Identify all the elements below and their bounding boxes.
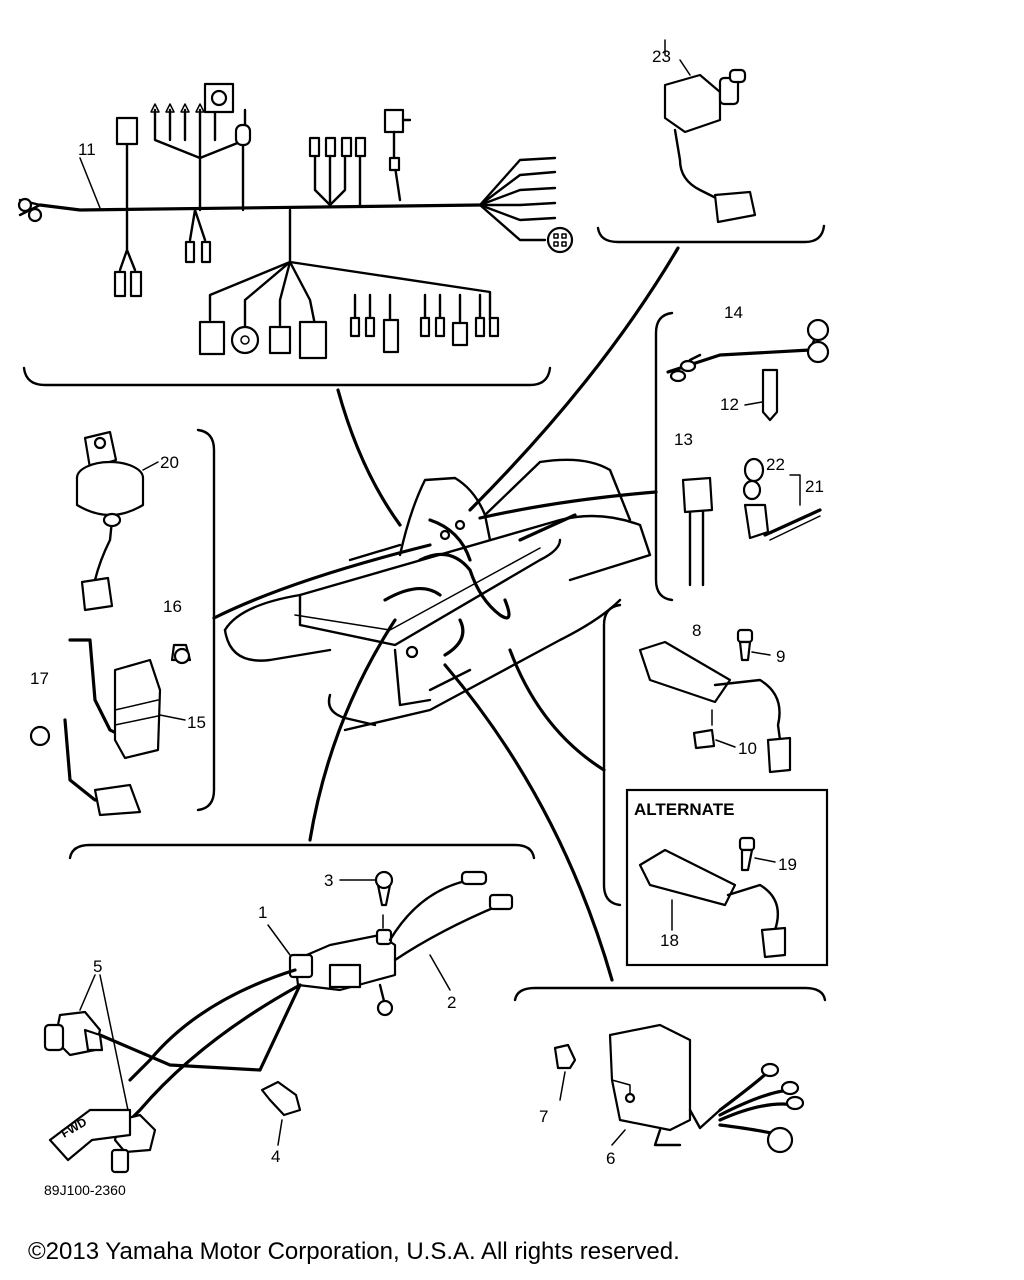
callout-14: 14 bbox=[724, 303, 743, 322]
callout-11: 11 bbox=[78, 140, 96, 159]
drawing-code: 89J100-2360 bbox=[44, 1182, 126, 1198]
callout-13: 13 bbox=[674, 430, 693, 449]
callout-16: 16 bbox=[163, 597, 182, 616]
ignition-switch-23 bbox=[663, 39, 757, 224]
callout-23: 23 bbox=[652, 47, 671, 66]
wire-harness bbox=[17, 82, 574, 360]
key-switch-20 bbox=[75, 430, 159, 612]
callout-4: 4 bbox=[271, 1147, 280, 1166]
callout-2: 2 bbox=[447, 993, 456, 1012]
copyright-notice: ©2013 Yamaha Motor Corporation, U.S.A. A… bbox=[28, 1238, 680, 1265]
bottom-left-parts bbox=[43, 870, 514, 1174]
callout-labels: 1 2 3 4 5 6 7 8 9 10 11 12 13 14 15 16 1… bbox=[30, 47, 824, 1198]
right-middle-parts bbox=[638, 628, 792, 774]
group-brackets bbox=[22, 224, 827, 1002]
alternate-label: ALTERNATE bbox=[634, 800, 734, 819]
left-lower-parts bbox=[29, 638, 192, 817]
callout-7: 7 bbox=[539, 1107, 548, 1126]
callout-3: 3 bbox=[324, 871, 333, 890]
callout-5: 5 bbox=[93, 957, 102, 976]
callout-1: 1 bbox=[258, 903, 267, 922]
leader-arrows bbox=[212, 246, 680, 982]
callout-22: 22 bbox=[766, 455, 785, 474]
callout-20: 20 bbox=[160, 453, 179, 472]
callout-10: 10 bbox=[738, 739, 757, 758]
callout-18: 18 bbox=[660, 931, 679, 950]
callout-15: 15 bbox=[187, 713, 206, 732]
callout-17: 17 bbox=[30, 669, 49, 688]
bottom-right-parts bbox=[553, 1023, 805, 1154]
callout-9: 9 bbox=[776, 647, 785, 666]
right-upper-parts bbox=[666, 318, 830, 587]
alternate-box bbox=[625, 788, 829, 967]
callout-8: 8 bbox=[692, 621, 701, 640]
callout-21: 21 bbox=[805, 477, 824, 496]
callout-6: 6 bbox=[606, 1149, 615, 1168]
callout-19: 19 bbox=[778, 855, 797, 874]
callout-12: 12 bbox=[720, 395, 739, 414]
